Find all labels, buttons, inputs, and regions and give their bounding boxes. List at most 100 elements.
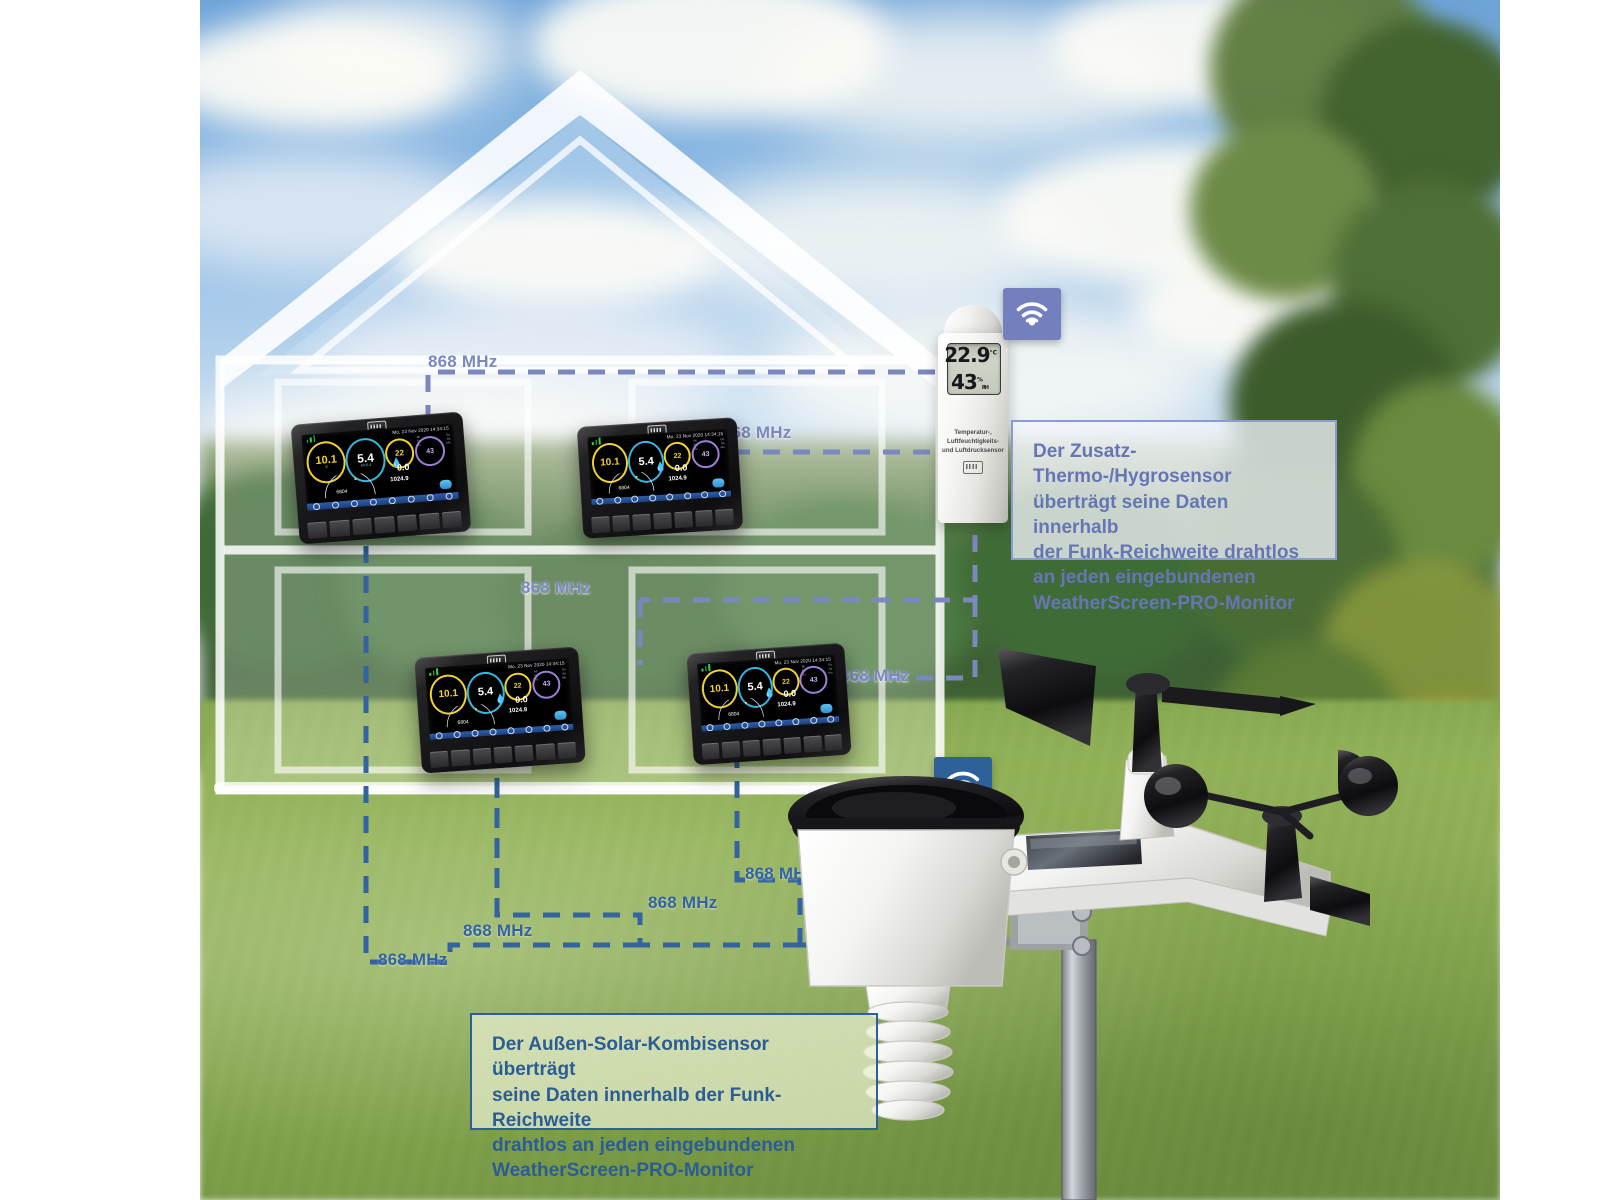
monitor-button[interactable] — [514, 744, 535, 763]
nav-settings-icon[interactable] — [426, 494, 434, 502]
nav-power-icon[interactable] — [706, 724, 714, 732]
monitor-button[interactable] — [307, 521, 328, 539]
monitor-button[interactable] — [472, 747, 492, 765]
monitor-top-left[interactable]: Mo, 23 Nov 2020 14:34:15 10.1 °F 5.4 km … — [290, 411, 472, 545]
partly-cloudy-icon — [712, 477, 726, 488]
monitor-button[interactable] — [715, 508, 735, 526]
monitor-button[interactable] — [441, 510, 463, 529]
rf-label-868-2: 868 MHz — [722, 423, 792, 442]
sensor-body: 22.9°C 43%RH Temperatur-, Luftfeuchtigke… — [938, 333, 1008, 523]
sensor-lcd-display: 22.9°C 43%RH — [944, 343, 1001, 395]
nav-settings-icon[interactable] — [701, 491, 709, 499]
monitor-button[interactable] — [535, 743, 556, 761]
nav-contrast-icon[interactable] — [470, 729, 479, 738]
nav-power-icon[interactable] — [312, 502, 321, 511]
callout-thermo-line-3: der Funk-Reichweite drahtlos — [1033, 542, 1300, 564]
wifi-badge-thermo — [1003, 288, 1061, 340]
left-margin — [0, 0, 200, 1200]
rf-label-868-1: 868 MHz — [428, 352, 498, 371]
screen-solar-arc — [702, 695, 778, 723]
nav-chart-icon[interactable] — [488, 728, 497, 737]
monitor-screen[interactable]: Mo, 23 Nov 2020 14:34:15 10.1 5.4 22 — [697, 654, 840, 732]
callout-thermo-line-5: WeatherScreen-PRO-Monitor — [1033, 592, 1295, 614]
monitor-button[interactable] — [429, 750, 450, 768]
sensor-caption-line-3: und Luftdrucksensor — [942, 446, 1004, 454]
sensor-caption-line-1: Temperatur-, — [954, 429, 992, 436]
thermo-hygro-sensor[interactable]: 22.9°C 43%RH Temperatur-, Luftfeuchtigke… — [938, 305, 1013, 545]
nav-history-icon[interactable] — [524, 726, 533, 734]
monitor-button[interactable] — [493, 746, 513, 764]
monitor-button[interactable] — [721, 741, 741, 759]
nav-wifi-icon[interactable] — [445, 492, 453, 501]
nav-power-icon[interactable] — [596, 497, 604, 506]
nav-wifi-icon[interactable] — [718, 490, 727, 498]
nav-contrast-icon[interactable] — [350, 499, 359, 508]
nav-alarm-icon[interactable] — [666, 493, 674, 502]
monitor-button[interactable] — [591, 516, 610, 534]
sensor-caption: Temperatur-, Luftfeuchtigkeits- und Luft… — [938, 429, 1008, 456]
monitor-button[interactable] — [352, 517, 373, 536]
monitor-button[interactable] — [419, 512, 440, 531]
sensor-temperature: 22.9°C — [944, 343, 997, 367]
nav-history-icon[interactable] — [407, 495, 416, 504]
nav-clock-icon[interactable] — [613, 496, 622, 505]
sensor-humidity: 43%RH — [951, 370, 989, 394]
screen-solar-arc — [593, 469, 670, 496]
nav-history-icon[interactable] — [683, 492, 692, 501]
sensor-caption-line-2: Luftfeuchtigkeits- — [947, 437, 999, 445]
nav-clock-icon[interactable] — [331, 501, 340, 510]
screen-rain-value: 0.0 — [396, 461, 410, 473]
monitor-bottom-left[interactable]: Mo, 23 Nov 2020 14:34:15 10.1 5.4 22 — [414, 646, 586, 774]
screen-lux-value: 6804 — [336, 488, 348, 496]
nav-chart-icon[interactable] — [369, 498, 378, 507]
monitor-button-row[interactable] — [591, 508, 735, 534]
rf-label-868-8: 868 MHz — [378, 950, 448, 969]
monitor-button[interactable] — [632, 513, 652, 531]
monitor-button[interactable] — [653, 512, 672, 530]
callout-thermo-sensor: Der Zusatz-Thermo-/Hygrosensor überträgt… — [1011, 420, 1337, 614]
nav-chart-icon[interactable] — [758, 720, 766, 729]
monitor-button[interactable] — [701, 742, 721, 760]
nav-power-icon[interactable] — [434, 732, 443, 740]
monitor-button-row[interactable] — [429, 741, 577, 768]
monitor-button[interactable] — [694, 509, 714, 527]
monitor-button[interactable] — [396, 514, 418, 532]
monitor-button[interactable] — [374, 516, 395, 534]
callout-outdoor-line-2: seine Daten innerhalb der Funk-Reichweit… — [492, 1084, 782, 1131]
monitor-button[interactable] — [450, 749, 471, 767]
monitor-button[interactable] — [557, 741, 577, 760]
outdoor-solar-combi-sensor — [770, 640, 1410, 1200]
nav-contrast-icon[interactable] — [631, 495, 639, 504]
screen-rain-value: 0.0 — [514, 694, 529, 706]
nav-alarm-icon[interactable] — [506, 727, 515, 735]
monitor-button[interactable] — [742, 739, 761, 757]
nav-wifi-icon[interactable] — [560, 723, 569, 732]
rf-label-868-4: 868 MHz — [840, 666, 910, 685]
monitor-screen[interactable]: Mo, 23 Nov 2020 14:34:15 10.1 5.4 22 — [587, 428, 732, 506]
nav-clock-icon[interactable] — [452, 731, 461, 739]
monitor-top-right[interactable]: Mo, 23 Nov 2020 14:34:15 10.1 5.4 22 — [576, 417, 744, 539]
monitor-screen[interactable]: Mo, 23 Nov 2020 14:34:15 10.1 5.4 22 — [424, 658, 574, 740]
monitor-screen[interactable]: Mo, 23 Nov 2020 14:34:15 10.1 °F 5.4 km … — [301, 423, 459, 511]
monitor-button[interactable] — [329, 519, 351, 538]
cloud — [260, 0, 520, 110]
monitor-button[interactable] — [611, 514, 631, 532]
nav-settings-icon[interactable] — [542, 724, 551, 733]
monitor-bottom-right[interactable]: Mo, 23 Nov 2020 14:34:15 10.1 5.4 22 — [686, 642, 852, 766]
callout-outdoor-sensor: Der Außen-Solar-Kombisensor überträgt se… — [470, 1013, 878, 1181]
callout-outdoor-line-3: drahtlos an jeden eingebundenen — [492, 1135, 795, 1157]
rf-label-868-6: 868 MHz — [648, 893, 718, 912]
nav-alarm-icon[interactable] — [388, 497, 397, 505]
nav-clock-icon[interactable] — [723, 723, 732, 731]
rf-label-868-3: 868 MHz — [521, 578, 591, 597]
right-margin — [1500, 0, 1600, 1200]
monitor-button[interactable] — [673, 511, 693, 529]
screen-lux-value: 6804 — [728, 711, 740, 719]
dnt-logo-icon — [963, 461, 983, 474]
callout-thermo-line-4: an jeden eingebundenen — [1033, 567, 1256, 589]
nav-contrast-icon[interactable] — [740, 721, 749, 730]
nav-chart-icon[interactable] — [648, 494, 657, 503]
